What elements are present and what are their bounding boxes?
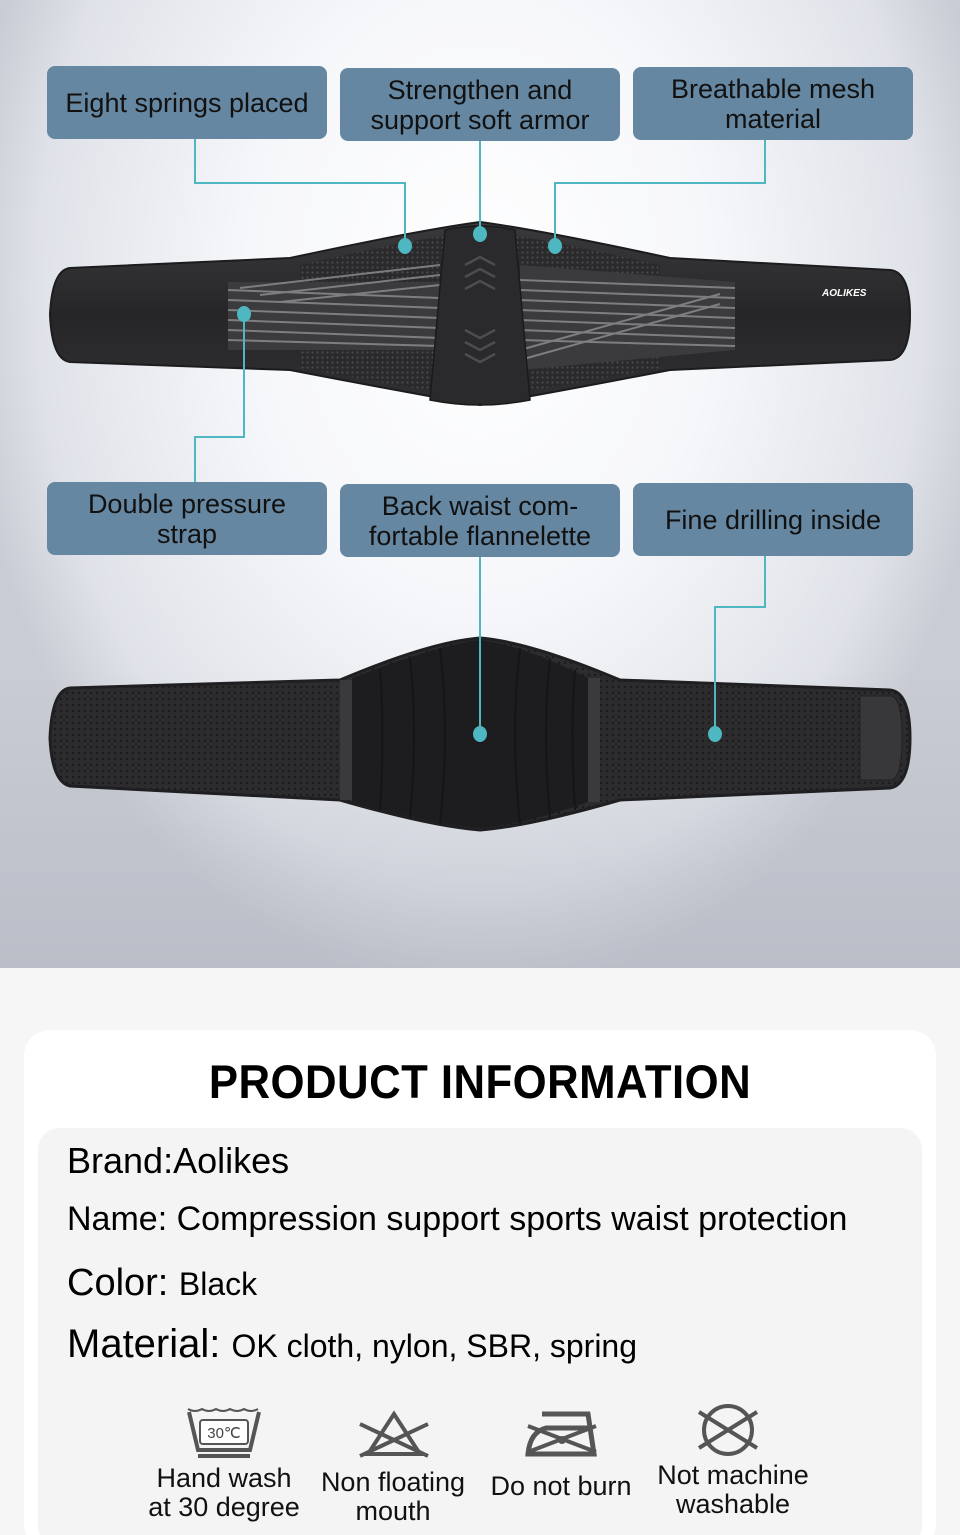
- leader-line: [243, 314, 245, 438]
- pointer-dot: [398, 238, 412, 254]
- svg-text:30℃: 30℃: [207, 1425, 241, 1442]
- care-text: Non floating: [320, 1467, 466, 1497]
- pointer-dot: [708, 726, 722, 742]
- callout-text: Double pressure: [87, 488, 287, 519]
- callout-text: Eight springs placed: [65, 87, 309, 118]
- care-label-do-not-burn: Do not burn: [476, 1472, 646, 1501]
- pointer-dot: [473, 226, 487, 242]
- hand-wash-30-icon: 30℃: [187, 1407, 261, 1458]
- callout-text: Fine drilling inside: [664, 504, 882, 535]
- leader-line: [479, 557, 481, 729]
- leader-line: [764, 140, 766, 184]
- care-label-not-machine-washable: Not machine washable: [640, 1461, 826, 1519]
- care-text: mouth: [355, 1496, 431, 1526]
- pointer-dot: [237, 306, 251, 322]
- leader-line: [194, 436, 196, 484]
- care-text: Hand wash: [156, 1463, 292, 1493]
- leader-line: [714, 606, 716, 728]
- spec-key: Color:: [67, 1262, 179, 1304]
- callout-soft-armor: Strengthen and support soft armor: [340, 68, 620, 141]
- spec-value: Aolikes: [173, 1140, 290, 1181]
- callout-fine-drilling: Fine drilling inside: [633, 483, 913, 556]
- leader-line: [764, 556, 766, 608]
- care-text: Not machine: [657, 1460, 809, 1490]
- pointer-dot: [548, 238, 562, 254]
- callout-mesh: Breathable mesh material: [633, 67, 913, 140]
- callout-text: fortable flannelette: [368, 520, 592, 551]
- callout-text: Breathable mesh: [670, 73, 876, 104]
- leader-line: [194, 182, 406, 184]
- leader-line: [714, 606, 766, 608]
- spec-value: Black: [178, 1266, 258, 1302]
- leader-line: [479, 141, 481, 233]
- product-info-panel: [38, 1128, 922, 1535]
- callout-text: Strengthen and: [387, 74, 573, 105]
- spec-material: Material: OK cloth, nylon, SBR, spring: [67, 1322, 637, 1367]
- callout-pressure-strap: Double pressure strap: [47, 482, 327, 555]
- spec-value: Compression support sports waist protect…: [176, 1200, 848, 1238]
- no-iron-icon: [525, 1411, 597, 1457]
- spec-key: Material:: [67, 1322, 232, 1366]
- brand-logo: AOLIKES: [821, 288, 867, 299]
- callout-text: strap: [156, 518, 218, 549]
- leader-line: [194, 436, 245, 438]
- callout-text: material: [724, 103, 822, 134]
- callout-flannelette: Back waist com- fortable flannelette: [340, 484, 620, 557]
- belt-outside-illustration: AOLIKES: [48, 220, 912, 407]
- no-bleach-icon: [359, 1410, 429, 1458]
- leader-line: [404, 182, 406, 244]
- spec-color: Color: Black: [67, 1262, 257, 1305]
- leader-line: [554, 182, 556, 244]
- spec-key: Name:: [67, 1200, 177, 1238]
- spec-value: OK cloth, nylon, SBR, spring: [231, 1328, 638, 1364]
- leader-line: [554, 182, 766, 184]
- spec-key: Brand:: [67, 1140, 174, 1181]
- callout-text: support soft armor: [370, 104, 590, 135]
- care-text: washable: [675, 1489, 791, 1519]
- callout-text: Back waist com-: [381, 490, 579, 521]
- no-dryclean-icon: [697, 1404, 759, 1456]
- care-text: at 30 degree: [148, 1492, 300, 1522]
- care-label-non-floating: Non floating mouth: [308, 1468, 478, 1526]
- spec-brand: Brand:Aolikes: [67, 1140, 289, 1182]
- callout-eight-springs: Eight springs placed: [47, 66, 327, 139]
- pointer-dot: [473, 726, 487, 742]
- product-info-title: PRODUCT INFORMATION: [208, 1055, 752, 1108]
- care-text: Do not burn: [490, 1471, 632, 1501]
- spec-name: Name: Compression support sports waist p…: [67, 1200, 847, 1239]
- care-label-hand-wash: Hand wash at 30 degree: [130, 1464, 318, 1522]
- leader-line: [194, 139, 196, 184]
